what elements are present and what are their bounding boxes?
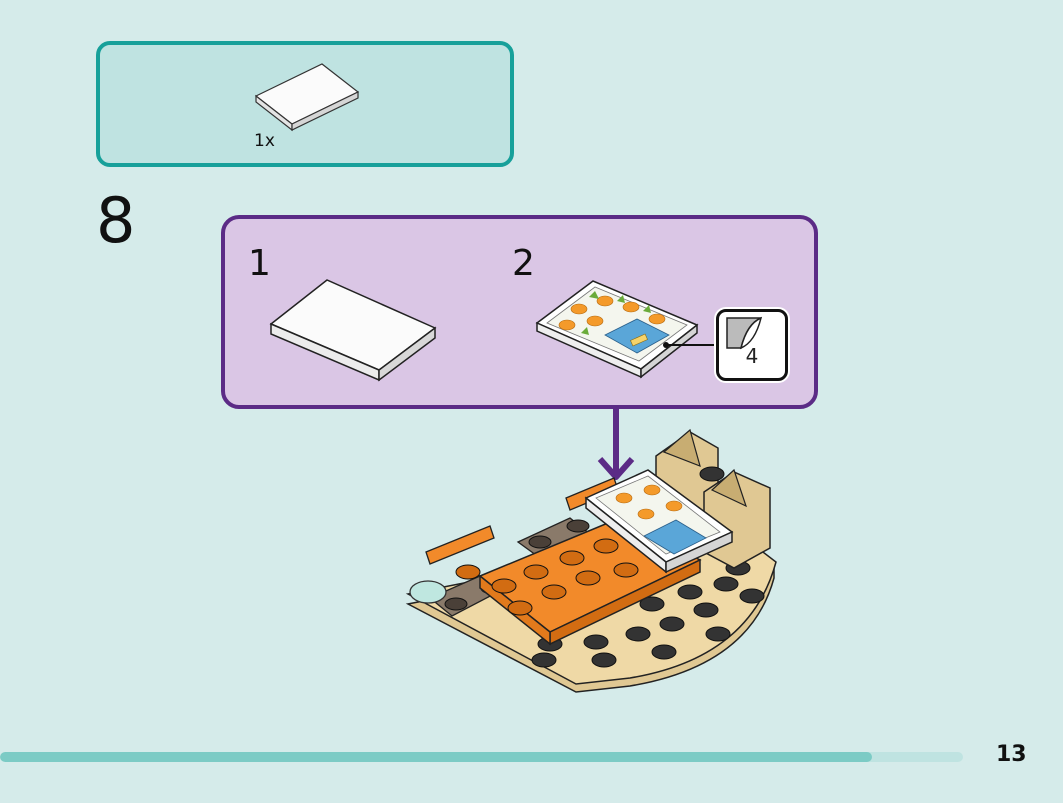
substep-1-number: 1	[248, 243, 271, 284]
page-progress-bar	[0, 752, 963, 762]
substep-2-number: 2	[512, 243, 535, 284]
lego-model-illustration	[405, 428, 777, 693]
arrow-down-icon	[597, 409, 635, 480]
page-progress-fill	[0, 752, 872, 762]
white-tile-2x3-icon	[254, 63, 360, 132]
sticker-callout: 4	[716, 309, 788, 381]
page-number: 13	[996, 742, 1027, 767]
sticker-peel-icon	[726, 316, 763, 350]
part-quantity: 1x	[254, 131, 275, 151]
step-number: 8	[96, 184, 136, 257]
white-tile-2x3-icon	[269, 279, 437, 382]
printed-bed-tile-icon	[535, 280, 717, 379]
sticker-number: 4	[745, 344, 759, 368]
